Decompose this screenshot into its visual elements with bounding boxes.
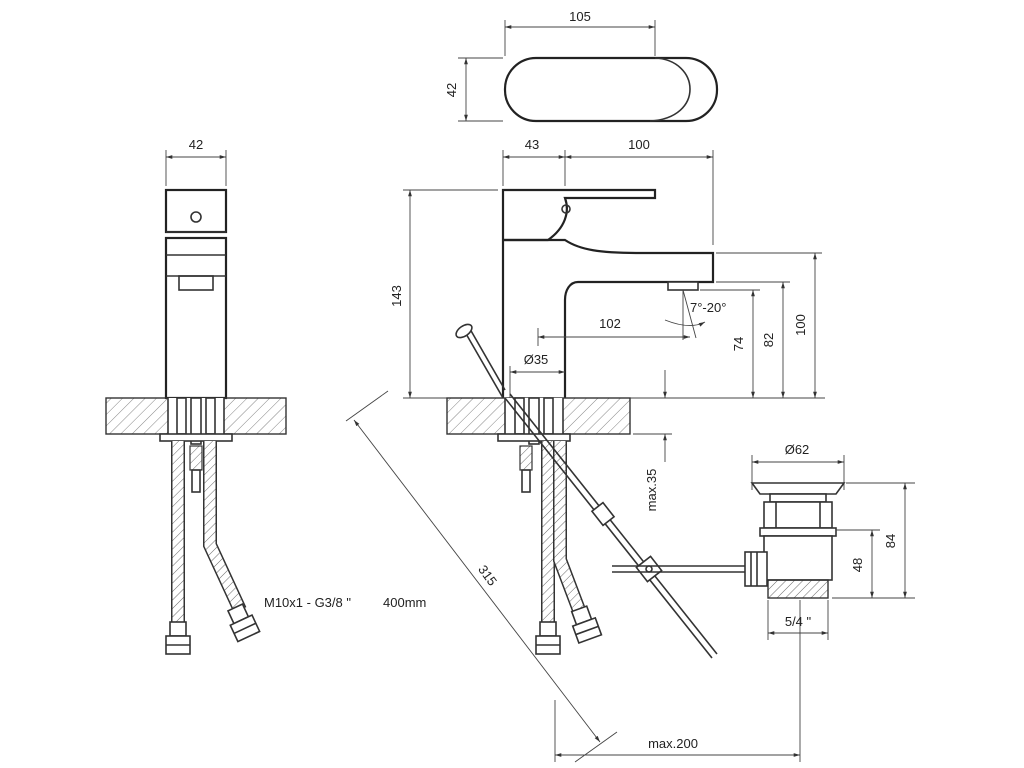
hose-thread-spec: M10x1 - G3/8 "	[264, 595, 351, 610]
dim-top-depth: 42	[444, 83, 459, 97]
dim-height-total: 143	[389, 285, 404, 307]
top-view: 105 42	[444, 9, 719, 123]
dim-angle: 7°-20°	[690, 300, 726, 315]
popup-rod-knob	[455, 323, 506, 399]
dim-h100: 100	[793, 314, 808, 336]
front-handle	[164, 188, 228, 234]
dim-spout-reach: 102	[599, 316, 621, 331]
drain-upper-body	[763, 501, 833, 529]
side-spout	[503, 238, 715, 398]
drain-assembly: Ø62 84 48 5/4 "	[744, 442, 915, 640]
dim-drain-diameter: Ø62	[785, 442, 810, 457]
dim-drain-thread: 5/4 "	[785, 614, 812, 629]
dim-base-diameter: Ø35	[524, 352, 549, 367]
drain-flange	[750, 482, 846, 495]
dim-drain-height: 84	[883, 534, 898, 548]
top-view-outline	[503, 56, 719, 123]
front-handle-indicator	[190, 211, 202, 223]
dim-drain-body: 48	[850, 558, 865, 572]
front-mounting-plate	[159, 433, 233, 442]
dim-h82: 82	[761, 333, 776, 347]
drain-body	[763, 535, 833, 581]
dim-rod-length: 315	[475, 562, 500, 588]
dim-base-offset: 43	[525, 137, 539, 152]
top-view-handle-curve	[649, 57, 691, 122]
dim-spout-length: 100	[628, 137, 650, 152]
dim-max-200: max.200	[648, 736, 698, 751]
dim-h74: 74	[731, 337, 746, 351]
drain-thread	[767, 579, 829, 599]
front-body	[164, 236, 228, 400]
side-view: 43 100 143 102 7°-20° Ø35	[345, 137, 825, 763]
hose-length-spec: 400mm	[383, 595, 426, 610]
dim-side-width: 42	[189, 137, 203, 152]
dim-top-width: 105	[569, 9, 591, 24]
front-view: 42	[105, 137, 426, 655]
side-handle	[501, 188, 657, 398]
side-aerator	[667, 281, 699, 291]
dim-max-thickness: max.35	[644, 469, 659, 512]
